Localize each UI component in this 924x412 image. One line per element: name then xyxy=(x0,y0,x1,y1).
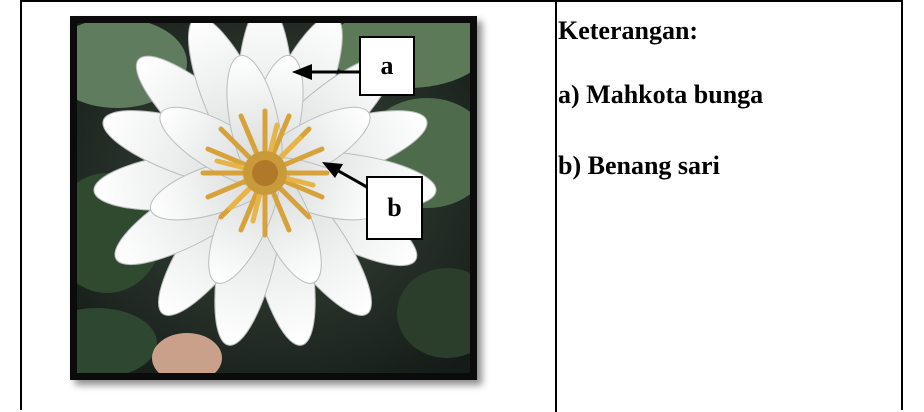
label-b-box: b xyxy=(366,176,423,240)
legend-item-b: b) Benang sari xyxy=(558,151,720,180)
column-divider xyxy=(555,2,557,412)
arrow-b-head xyxy=(322,162,343,178)
label-a-text: a xyxy=(380,51,394,80)
label-a-box: a xyxy=(359,36,415,96)
legend-item-a: a) Mahkota bunga xyxy=(558,80,764,109)
label-b-text: b xyxy=(387,193,402,222)
table-cell-frame xyxy=(20,0,903,412)
arrow-a-head xyxy=(292,64,312,80)
legend-title: Keterangan: xyxy=(558,16,699,45)
